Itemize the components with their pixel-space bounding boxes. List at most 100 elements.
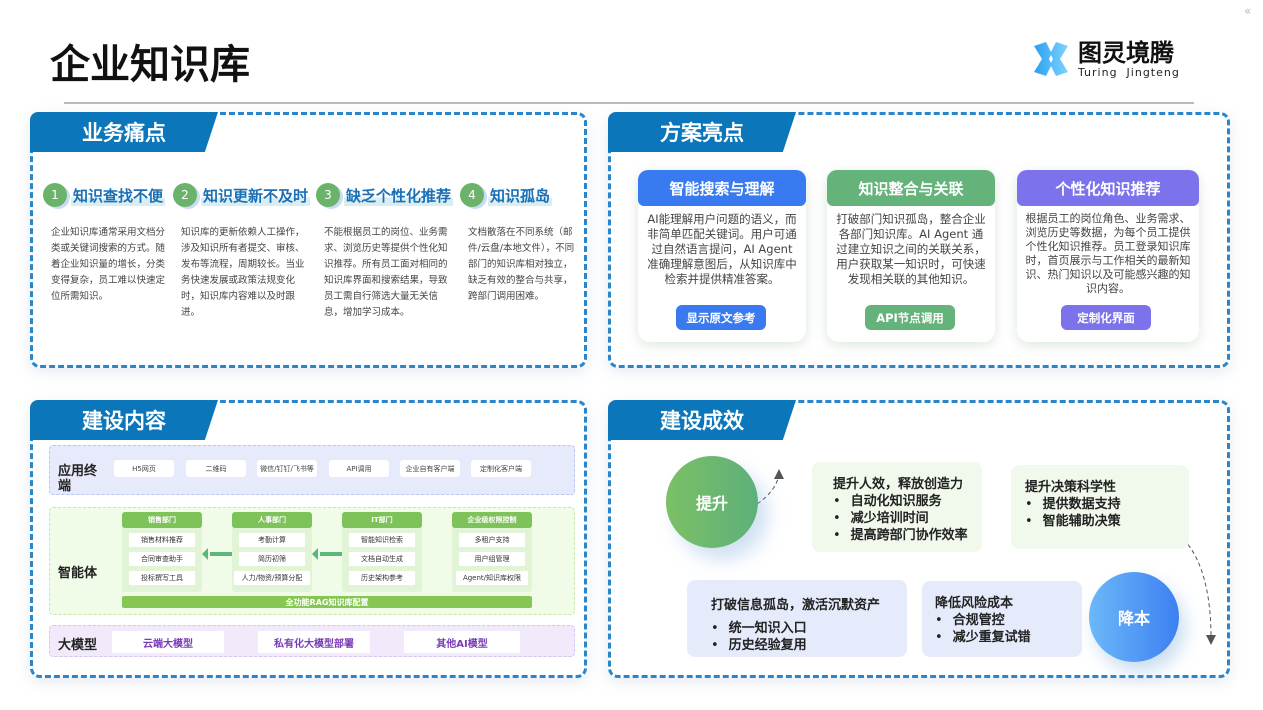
effect-panel: 建设成效 提升 降本 提升人效，释放创造力自动化知识服务减少培训时间提高跨部门协… bbox=[608, 400, 1230, 678]
effect-item: 统一知识入口 bbox=[711, 620, 907, 637]
dept-item: 文档自动生成 bbox=[349, 552, 415, 566]
pain-title: 知识孤岛 bbox=[488, 184, 553, 206]
number-badge: 2 bbox=[173, 183, 197, 207]
model-item: 其他AI模型 bbox=[404, 631, 520, 653]
model-label: 大模型 bbox=[58, 638, 98, 653]
dept-item: 简历初筛 bbox=[239, 552, 305, 566]
rag-config-bar: 全功能RAG知识库配置 bbox=[122, 596, 532, 608]
effect-box: 提升人效，释放创造力自动化知识服务减少培训时间提高跨部门协作效率 bbox=[812, 462, 982, 552]
build-panel: 建设内容 应用终端 H5网页 二维码 微信/钉钉/飞书等 API调用 企业自有客… bbox=[30, 400, 587, 678]
dept-item: 用户组管理 bbox=[459, 552, 525, 566]
solution-panel: 方案亮点 智能搜索与理解 AI能理解用户问题的语义，而非简单匹配关键词。用户可通过… bbox=[608, 112, 1230, 368]
pain-title: 知识更新不及时 bbox=[201, 184, 311, 206]
card-text: AI能理解用户问题的语义，而非简单匹配关键词。用户可通过自然语言提问，AI Ag… bbox=[647, 212, 797, 286]
logo-icon bbox=[1034, 42, 1068, 76]
terminal-layer: 应用终端 H5网页 二维码 微信/钉钉/飞书等 API调用 企业自有客户端 定制… bbox=[49, 445, 575, 495]
dept-title: 人事部门 bbox=[232, 512, 312, 528]
model-layer: 大模型 云端大模型 私有化大模型部署 其他AI模型 bbox=[49, 625, 575, 657]
up-arrowhead-icon bbox=[774, 469, 784, 479]
dept-item: 考勤计算 bbox=[239, 533, 305, 547]
terminal-chip: H5网页 bbox=[114, 460, 174, 477]
number-badge: 3 bbox=[316, 183, 340, 207]
collapse-icon[interactable]: « bbox=[1244, 4, 1252, 18]
effect-item: 合规管控 bbox=[935, 612, 1082, 629]
dept-title: 企业级权限控制 bbox=[452, 512, 532, 528]
solution-title: 方案亮点 bbox=[608, 112, 796, 152]
card-title: 个性化知识推荐 bbox=[1017, 170, 1199, 206]
improve-circle: 提升 bbox=[666, 456, 758, 548]
terminal-label: 应用终端 bbox=[58, 464, 98, 494]
effect-item: 减少培训时间 bbox=[833, 510, 982, 527]
agent-label: 智能体 bbox=[58, 566, 98, 581]
effect-item: 自动化知识服务 bbox=[833, 493, 982, 510]
pain-text: 企业知识库通常采用文档分类或关键词搜索的方式。随着企业知识量的增长，分类变得复杂… bbox=[51, 227, 166, 302]
page-title: 企业知识库 bbox=[50, 42, 250, 88]
dept-sales: 销售部门销售材料推荐合同审查助手投标撰写工具 bbox=[122, 512, 202, 592]
terminal-chip: API调用 bbox=[329, 460, 389, 477]
model-item: 私有化大模型部署 bbox=[258, 631, 370, 653]
dept-item: 历史架构参考 bbox=[349, 571, 415, 585]
solution-card: 智能搜索与理解 AI能理解用户问题的语义，而非简单匹配关键词。用户可通过自然语言提… bbox=[638, 170, 806, 342]
pain-title: 知识查找不便 bbox=[71, 184, 166, 206]
effect-box: 降低风险成本合规管控减少重复试错 bbox=[922, 581, 1082, 657]
agent-layer: 智能体 销售部门销售材料推荐合同审查助手投标撰写工具 人事部门考勤计算简历初筛人… bbox=[49, 507, 575, 615]
dept-item: Agent/知识库权限 bbox=[456, 571, 528, 585]
terminal-chip: 定制化客户端 bbox=[471, 460, 531, 477]
logo-en: Turing Jingteng bbox=[1078, 65, 1180, 79]
terminal-chip: 企业自有客户端 bbox=[400, 460, 460, 477]
card-title: 知识整合与关联 bbox=[827, 170, 995, 206]
card-text: 根据员工的岗位角色、业务需求、浏览历史等数据，为每个员工提供个性化知识推荐。员工… bbox=[1025, 212, 1191, 295]
effect-item: 减少重复试错 bbox=[935, 629, 1082, 646]
header-divider bbox=[64, 102, 1194, 104]
effect-item: 历史经验复用 bbox=[711, 637, 907, 654]
effect-box-title: 打破信息孤岛，激活沉默资产 bbox=[711, 598, 881, 613]
effect-box: 提升决策科学性提供数据支持智能辅助决策 bbox=[1011, 465, 1189, 549]
logo-cn: 图灵境腾 bbox=[1078, 38, 1174, 67]
card-title: 智能搜索与理解 bbox=[638, 170, 806, 206]
effect-box: 打破信息孤岛，激活沉默资产统一知识入口历史经验复用 bbox=[687, 580, 907, 657]
solution-card: 个性化知识推荐根据员工的岗位角色、业务需求、浏览历史等数据，为每个员工提供个性化… bbox=[1017, 170, 1199, 342]
pain-title: 缺乏个性化推荐 bbox=[344, 184, 454, 206]
dept-permission: 企业级权限控制多租户支持用户组管理 Agent/知识库权限 bbox=[452, 512, 532, 592]
effect-item: 智能辅助决策 bbox=[1025, 513, 1189, 530]
dept-title: 销售部门 bbox=[122, 512, 202, 528]
terminal-chip: 微信/钉钉/飞书等 bbox=[257, 460, 317, 477]
dept-item: 智能知识检索 bbox=[349, 533, 415, 547]
effect-item: 提高跨部门协作效率 bbox=[833, 527, 982, 544]
model-item: 云端大模型 bbox=[112, 631, 224, 653]
pain-text: 知识库的更新依赖人工操作，涉及知识所有者提交、审核、发布等流程，周期较长。当业务… bbox=[181, 227, 305, 318]
build-title: 建设内容 bbox=[30, 400, 218, 440]
pain-points-title: 业务痛点 bbox=[30, 112, 218, 152]
dept-item: 合同审查助手 bbox=[129, 552, 195, 566]
custom-ui-button[interactable]: 定制化界面 bbox=[1061, 305, 1151, 330]
up-arrow-path bbox=[678, 474, 780, 534]
pain-text: 不能根据员工的岗位、业务需求、浏览历史等提供个性化知识推荐。所有员工面对相同的知… bbox=[324, 227, 448, 318]
show-source-button[interactable]: 显示原文参考 bbox=[676, 305, 766, 330]
number-badge: 1 bbox=[43, 183, 67, 207]
dept-item: 投标撰写工具 bbox=[129, 571, 195, 585]
card-text: 打破部门知识孤岛，整合企业各部门知识库。AI Agent 通过建立知识之间的关联… bbox=[836, 212, 986, 286]
dept-item: 多租户支持 bbox=[459, 533, 525, 547]
terminal-chip: 二维码 bbox=[186, 460, 246, 477]
effect-title: 建设成效 bbox=[608, 400, 796, 440]
logo: 图灵境腾 Turing Jingteng bbox=[1030, 38, 1180, 80]
dept-title: IT部门 bbox=[342, 512, 422, 528]
pain-text: 文档散落在不同系统（邮件/云盘/本地文件），不同部门的知识库相对独立，缺乏有效的… bbox=[468, 227, 575, 302]
api-node-button[interactable]: API节点调用 bbox=[865, 305, 955, 330]
effect-box-title: 降低风险成本 bbox=[935, 596, 1014, 611]
cost-down-circle: 降本 bbox=[1089, 572, 1179, 662]
dept-it: IT部门智能知识检索文档自动生成历史架构参考 bbox=[342, 512, 422, 592]
effect-item: 提供数据支持 bbox=[1025, 496, 1189, 513]
dept-hr: 人事部门考勤计算简历初筛人力/物资/预算分配 bbox=[232, 512, 312, 592]
dept-item: 销售材料推荐 bbox=[129, 533, 195, 547]
effect-box-title: 提升人效，释放创造力 bbox=[833, 477, 964, 492]
effect-box-title: 提升决策科学性 bbox=[1025, 480, 1117, 495]
solution-card: 知识整合与关联打破部门知识孤岛，整合企业各部门知识库。AI Agent 通过建立… bbox=[827, 170, 995, 342]
number-badge: 4 bbox=[460, 183, 484, 207]
dept-item: 人力/物资/预算分配 bbox=[234, 571, 310, 585]
